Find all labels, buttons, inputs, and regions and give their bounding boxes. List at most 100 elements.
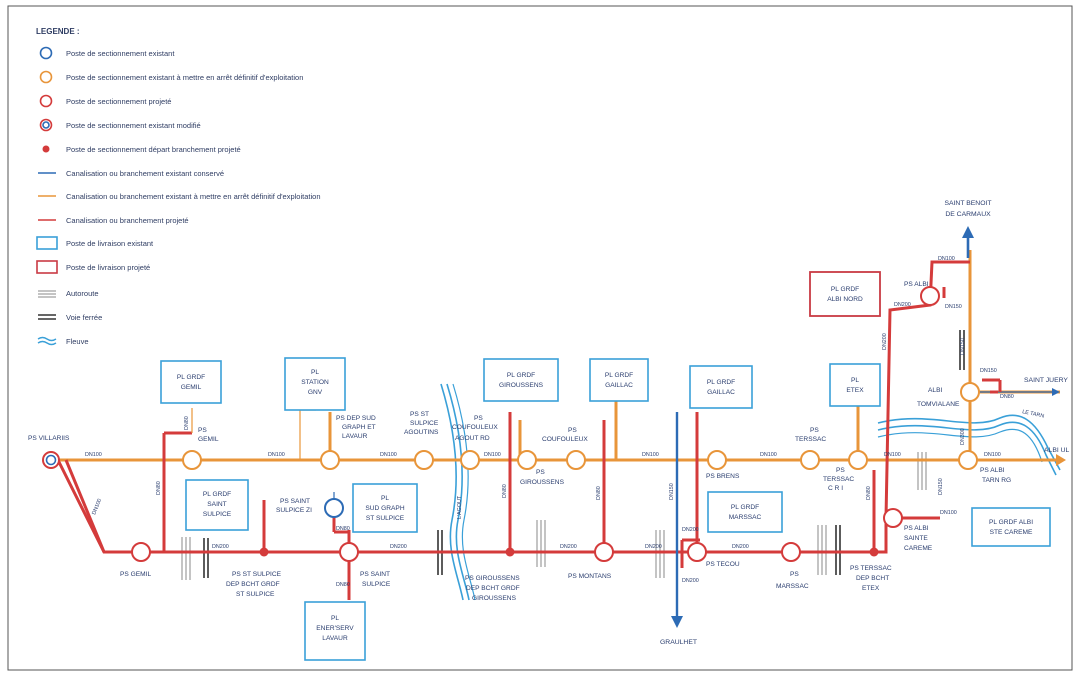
legend-label: Poste de sectionnement projeté xyxy=(66,97,171,106)
legend-label: Poste de livraison existant xyxy=(66,239,154,248)
station-albi-ste-careme xyxy=(883,508,903,528)
box-line: PL GRDF xyxy=(203,491,231,498)
dn-label: DN200 xyxy=(682,527,699,533)
label-terssac-dep: DEP BCHT xyxy=(856,575,889,582)
dn-label: DN100 xyxy=(380,452,397,458)
pipe-projected-red xyxy=(56,260,1002,600)
highway-4 xyxy=(817,525,827,575)
legend-label: Autoroute xyxy=(66,289,99,298)
box-line: PL xyxy=(851,377,859,384)
station-brens xyxy=(707,450,727,470)
pipe-villariis-diagonal xyxy=(64,459,106,553)
delivery-post-saint-sulpice: PL GRDF SAINT SULPICE xyxy=(185,479,249,531)
dn-label: DN100 xyxy=(642,452,659,458)
dn-label: DN100 xyxy=(938,256,955,262)
legend-label: Fleuve xyxy=(66,337,89,346)
label-villariis: PS VILLARIIS xyxy=(28,435,70,442)
label-graulhet: GRAULHET xyxy=(660,639,697,646)
label-terssac-cri: C R I xyxy=(828,485,843,492)
label-st-sulpice-zi: SULPICE ZI xyxy=(276,507,312,514)
label-saint-sulpice: PS SAINT xyxy=(360,571,390,578)
box-line: SULPICE xyxy=(203,511,232,518)
dn-label: DN80 xyxy=(596,486,602,500)
dn-label: DN100 xyxy=(268,452,285,458)
label-st-sulpice-zi: PS SAINT xyxy=(280,498,310,505)
label-albi-ul: ALBI UL xyxy=(1044,447,1070,454)
dn-label: DN200 xyxy=(882,333,888,350)
station-st-sulpice-agoutins xyxy=(414,450,434,470)
legend-symbol-modified-station xyxy=(39,118,53,132)
station-villariis xyxy=(42,451,60,469)
label-terssac-top: TERSSAC xyxy=(795,436,826,443)
legend-label: Poste de sectionnement existant à mettre… xyxy=(66,73,303,82)
dn-label: DN300 xyxy=(960,428,966,445)
label-st-sulpice-agoutins: PS ST xyxy=(410,411,429,418)
box-line: PL GRDF xyxy=(707,379,735,386)
legend-symbol-highway xyxy=(38,290,56,298)
label-st-sulpice-dep: PS ST SULPICE xyxy=(232,571,282,578)
label-coufouleux: COUFOULEUX xyxy=(542,436,588,443)
delivery-post-gaillac: PL GRDF GAILLAC xyxy=(689,365,753,409)
dn-label: DN150 xyxy=(945,304,962,310)
delivery-post-etex: PL ETEX xyxy=(829,363,881,407)
label-giroussens: PS xyxy=(536,469,545,476)
delivery-post-giroussens: PL GRDF GIROUSSENS xyxy=(483,358,559,402)
box-line: PL xyxy=(311,369,319,376)
label-gemil-bottom: PS GEMIL xyxy=(120,571,151,578)
highway-1 xyxy=(181,537,191,580)
label-dep-sud: GRAPH ET xyxy=(342,424,376,431)
dn-label: DN100 xyxy=(940,510,957,516)
legend-label: Poste de sectionnement existant xyxy=(66,49,175,58)
box-line: STE CAREME xyxy=(990,529,1033,536)
box-line: PL xyxy=(381,495,389,502)
station-dep-sud xyxy=(320,450,340,470)
station-marssac xyxy=(781,542,801,562)
label-terssac-dep: ETEX xyxy=(862,585,880,592)
label-albi-nord: PS ALBI xyxy=(904,281,929,288)
label-dep-sud: PS DEP SUD xyxy=(336,415,376,422)
box-line: ST SULPICE xyxy=(366,515,405,522)
label-giroussens: GIROUSSENS xyxy=(520,479,565,486)
legend-label: Poste de sectionnement existant modifié xyxy=(66,121,201,130)
station-villariis-inner xyxy=(45,454,57,466)
legend-symbol-projected-station xyxy=(39,94,53,108)
label-albi-tarn: TARN RG xyxy=(982,477,1011,484)
delivery-post-gaillac-orange: PL GRDF GAILLAC xyxy=(589,358,649,402)
box-line: PL GRDF xyxy=(831,286,859,293)
label-marssac: MARSSAC xyxy=(776,583,809,590)
box-line: LAVAUR xyxy=(322,635,348,642)
box-line: PL GRDF xyxy=(731,504,759,511)
label-st-sulpice-dep: ST SULPICE xyxy=(236,591,275,598)
label-st-sulpice-agoutins: SULPICE xyxy=(410,420,439,427)
river-tarn-label: LE TARN xyxy=(1022,409,1045,420)
station-saint-sulpice xyxy=(339,542,359,562)
delivery-post-sud-graph: PL SUD GRAPH ST SULPICE xyxy=(352,483,418,533)
label-giroussens-dep: GIROUSSENS xyxy=(472,595,517,602)
station-gemil-top xyxy=(182,450,202,470)
box-line: GAILLAC xyxy=(707,389,735,396)
delivery-post-enerserv: PL ENER'SERV LAVAUR xyxy=(304,601,366,661)
label-terssac-cri: PS xyxy=(836,467,845,474)
legend-symbol-railway xyxy=(38,314,56,320)
label-coufouleux-agout: COUFOULEUX xyxy=(452,424,498,431)
station-albi-nord xyxy=(920,286,940,306)
label-montans: PS MONTANS xyxy=(568,573,612,580)
legend-title: LEGENDE : xyxy=(36,27,80,36)
delivery-post-marssac: PL GRDF MARSSAC xyxy=(707,491,783,533)
box-line: MARSSAC xyxy=(729,514,762,521)
dn-label: DN80 xyxy=(184,416,190,430)
dn-label: DN80 xyxy=(866,486,872,500)
legend-symbol-existing-delivery xyxy=(36,236,58,250)
station-st-sulpice-zi xyxy=(324,498,344,518)
delivery-post-station-gnv: PL STATION GNV xyxy=(284,357,346,411)
station-tecou xyxy=(687,542,707,562)
highway-5 xyxy=(917,452,927,490)
arrow-albi-ul xyxy=(1056,454,1066,466)
dn-label: DN200 xyxy=(645,544,662,550)
dn-label: DN200 xyxy=(390,544,407,550)
arrow-graulhet xyxy=(671,616,683,628)
dn-label: DN80 xyxy=(336,526,350,532)
station-albi-tarn xyxy=(958,450,978,470)
box-line: PL GRDF xyxy=(605,372,633,379)
